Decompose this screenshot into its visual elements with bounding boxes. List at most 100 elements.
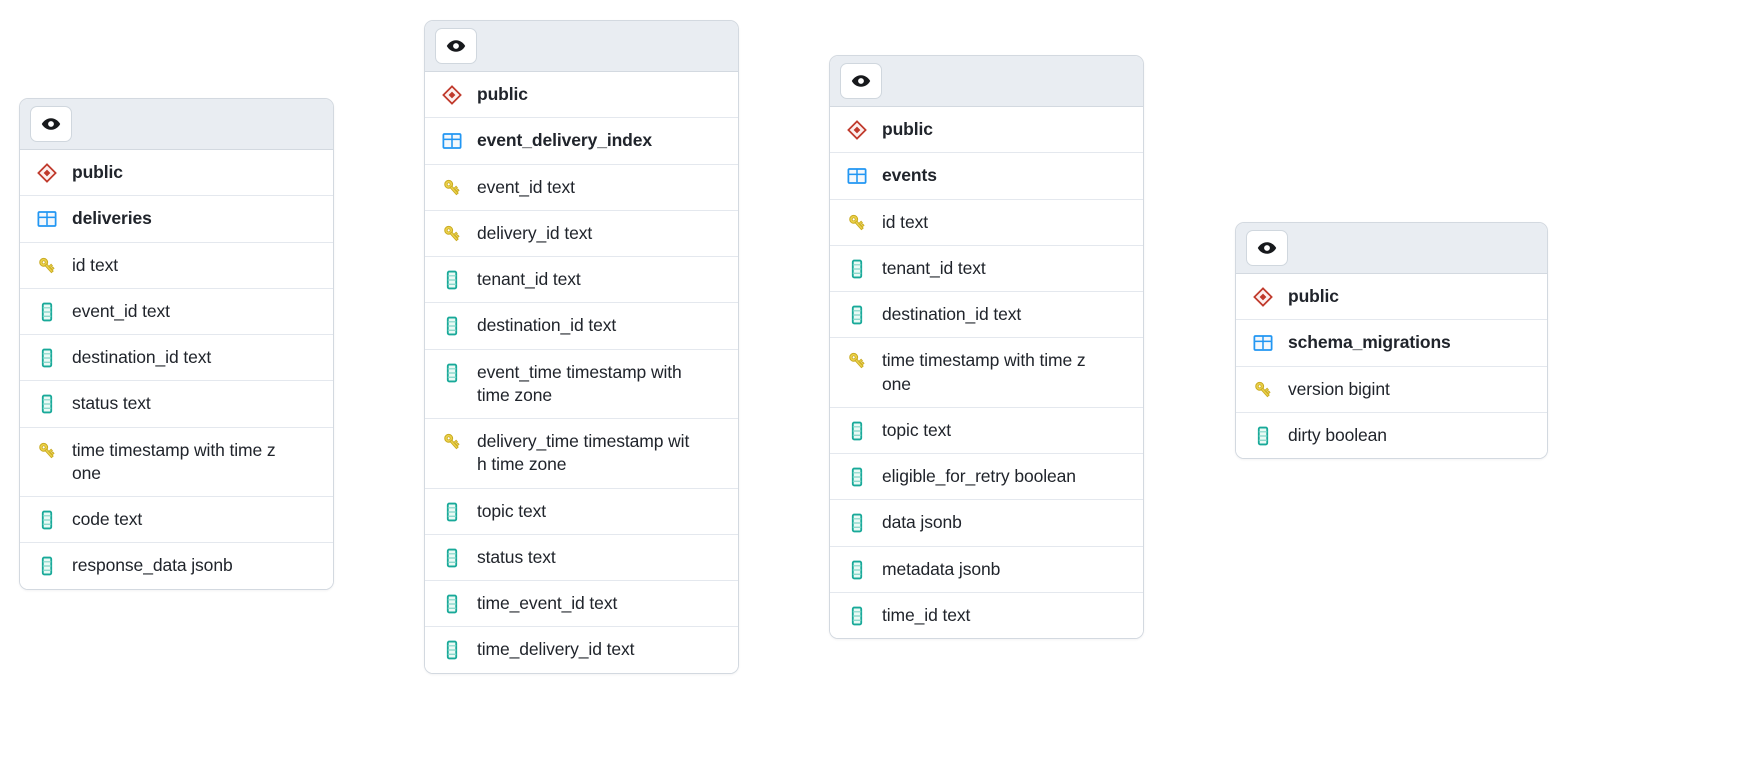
card-header-events [830,56,1143,107]
column-row-label: destination_id text [477,315,617,336]
column-row[interactable]: event_id text [425,164,738,211]
column-icon [846,559,868,581]
column-row-label: tenant_id text [882,257,986,278]
table-name-row[interactable]: event_delivery_index [425,118,738,165]
column-row-label: event_time timestamp with time zone [477,361,682,405]
column-row[interactable]: data jsonb [830,500,1143,547]
key-icon [441,431,463,453]
key-icon [36,440,58,462]
column-row[interactable]: time timestamp with time z one [20,427,333,498]
key-icon [846,350,868,372]
column-row[interactable]: destination_id text [20,335,333,382]
schema-row[interactable]: public [830,107,1143,154]
table-grid-icon [846,165,868,187]
column-row[interactable]: time_id text [830,592,1143,639]
column-row-label: status text [72,393,151,414]
column-row-label: response_data jsonb [72,555,233,576]
column-row-label: time_delivery_id text [477,639,635,660]
column-row[interactable]: metadata jsonb [830,546,1143,593]
column-row[interactable]: event_time timestamp with time zone [425,349,738,420]
card-header-deliveries [20,99,333,150]
key-icon [36,255,58,277]
column-icon [441,501,463,523]
column-row[interactable]: delivery_time timestamp wit h time zone [425,419,738,489]
column-icon [846,258,868,280]
column-row-label: version bigint [1288,378,1390,399]
column-row[interactable]: delivery_id text [425,210,738,258]
column-row-label: code text [72,509,143,530]
column-row[interactable]: eligible_for_retry boolean [830,454,1143,501]
column-row[interactable]: code text [20,497,333,544]
column-row[interactable]: destination_id text [830,292,1143,339]
column-icon [441,315,463,337]
column-icon [441,269,463,291]
column-row[interactable]: dirty boolean [1236,412,1547,459]
column-row-label: time_id text [882,604,971,625]
column-row-label: destination_id text [882,304,1022,325]
column-row[interactable]: time_event_id text [425,581,738,628]
schema-row[interactable]: public [20,150,333,197]
column-icon [846,304,868,326]
column-icon [36,509,58,531]
table-name-row-label: event_delivery_index [477,130,653,151]
column-icon [441,547,463,569]
column-icon [846,466,868,488]
eye-icon[interactable] [30,106,72,142]
schema-row[interactable]: public [425,72,738,119]
table-name-row-label: deliveries [72,208,152,229]
column-row[interactable]: destination_id text [425,303,738,350]
column-row-label: status text [477,546,556,567]
column-icon [441,593,463,615]
schema-diamond-icon [36,162,58,184]
column-row[interactable]: version bigint [1236,366,1547,413]
eye-icon[interactable] [435,28,477,64]
column-row[interactable]: time_delivery_id text [425,627,738,673]
table-name-row[interactable]: deliveries [20,196,333,243]
column-row-label: dirty boolean [1288,424,1387,445]
key-icon [441,177,463,199]
column-row[interactable]: id text [20,242,333,289]
column-row-label: metadata jsonb [882,558,1001,579]
column-row-label: delivery_id text [477,222,593,243]
schema-row-label: public [882,119,933,139]
column-row[interactable]: topic text [830,407,1143,455]
eye-icon[interactable] [1246,230,1288,266]
column-row[interactable]: tenant_id text [830,245,1143,293]
column-icon [36,555,58,577]
column-row[interactable]: topic text [425,488,738,535]
table-name-row[interactable]: schema_migrations [1236,320,1547,367]
column-row-label: tenant_id text [477,269,581,290]
column-row[interactable]: tenant_id text [425,257,738,304]
card-header-event_delivery_index [425,21,738,72]
table-grid-icon [36,208,58,230]
column-row[interactable]: id text [830,199,1143,246]
column-row[interactable]: time timestamp with time z one [830,338,1143,408]
column-icon [846,605,868,627]
schema-row-label: public [477,84,528,104]
table-card-event-delivery-index[interactable]: public event_delivery_index event_id text d… [424,20,739,674]
key-icon [846,212,868,234]
card-header-schema_migrations [1236,223,1547,274]
column-row-label: event_id text [477,176,575,197]
key-icon [441,223,463,245]
table-name-row[interactable]: events [830,153,1143,200]
column-icon [1252,425,1274,447]
column-row-label: id text [72,254,118,275]
key-icon [1252,379,1274,401]
column-icon [36,393,58,415]
column-icon [36,347,58,369]
schema-diamond-icon [1252,286,1274,308]
column-row[interactable]: response_data jsonb [20,543,333,589]
column-row[interactable]: event_id text [20,288,333,336]
eye-icon[interactable] [840,63,882,99]
schema-row-label: public [1288,286,1339,306]
column-row[interactable]: status text [425,534,738,582]
column-icon [441,639,463,661]
column-row[interactable]: status text [20,381,333,428]
column-row-label: data jsonb [882,512,962,533]
schema-row[interactable]: public [1236,274,1547,321]
